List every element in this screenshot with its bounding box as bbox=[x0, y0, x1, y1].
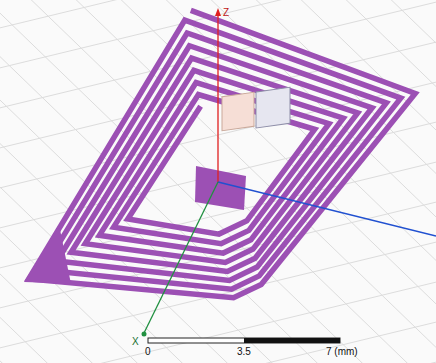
y-axis bbox=[218, 182, 436, 236]
axis-end bbox=[142, 332, 147, 337]
grid-line bbox=[0, 0, 40, 363]
scale-bar-fill bbox=[244, 338, 340, 343]
grid-line bbox=[0, 0, 130, 363]
grid-line bbox=[0, 350, 436, 363]
z-axis bbox=[217, 12, 218, 182]
feed-triangle bbox=[24, 227, 71, 283]
z-axis-arrow bbox=[215, 8, 221, 16]
coil-trace bbox=[29, 10, 416, 298]
grid-line bbox=[350, 0, 436, 363]
grid-line bbox=[0, 310, 436, 363]
scale-label: 0 bbox=[145, 347, 151, 357]
scale-bar bbox=[148, 338, 340, 343]
port-pad bbox=[256, 87, 290, 128]
axis-label: Z bbox=[223, 8, 229, 18]
scale-label: 7 (mm) bbox=[326, 347, 358, 357]
port-pad bbox=[222, 92, 254, 130]
center-pad bbox=[195, 166, 246, 210]
grid-line bbox=[395, 0, 436, 363]
axis-label: X bbox=[132, 337, 139, 347]
spiral-coil bbox=[24, 10, 415, 298]
grid-line bbox=[0, 0, 400, 363]
scale-label: 3.5 bbox=[237, 347, 251, 357]
x-axis bbox=[144, 182, 218, 333]
